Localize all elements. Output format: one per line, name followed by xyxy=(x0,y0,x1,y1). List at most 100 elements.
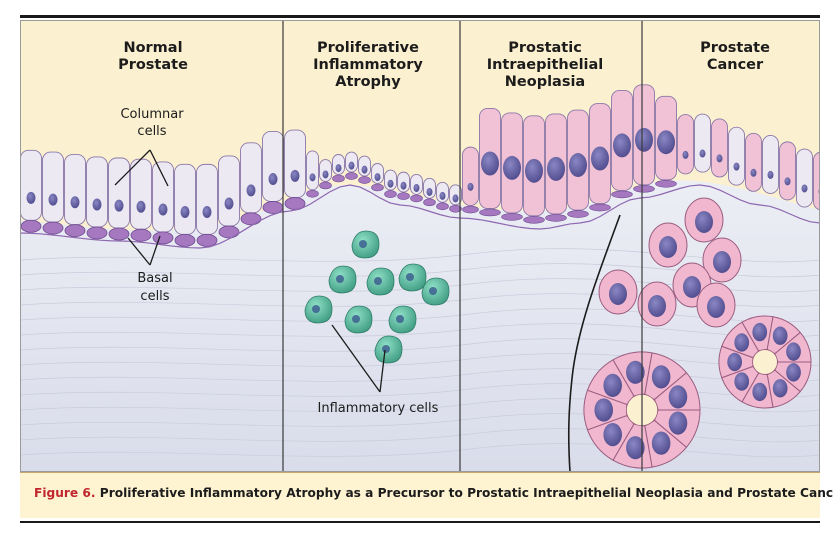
basal-cell xyxy=(86,226,108,240)
cell-nucleus xyxy=(309,173,316,182)
inflammatory-cell-nucleus xyxy=(429,287,437,295)
basal-cell xyxy=(567,210,589,218)
epithelial-cell xyxy=(42,151,64,223)
columnar-cells-label-1: Columnar xyxy=(120,107,184,122)
cell-nucleus xyxy=(48,193,58,206)
cancer-cell-nucleus xyxy=(648,295,666,317)
basal-cell xyxy=(20,219,42,233)
pin-boundary-line xyxy=(567,214,621,472)
cell-nucleus xyxy=(716,154,723,163)
epithelial-cell xyxy=(728,126,745,186)
basal-cell xyxy=(462,205,479,214)
inflammatory-cell-nucleus xyxy=(312,305,320,313)
basal-cell xyxy=(174,233,196,247)
cell-nucleus xyxy=(426,187,433,196)
rosette-nucleus xyxy=(651,365,671,389)
basal-cell xyxy=(545,214,567,222)
epithelial-cell xyxy=(711,118,728,178)
cell-nucleus xyxy=(387,179,394,188)
rosette-nucleus xyxy=(626,360,645,384)
cell-nucleus xyxy=(657,130,675,155)
basal-cell xyxy=(64,224,86,237)
cell-nucleus xyxy=(268,173,278,186)
cell-nucleus xyxy=(348,161,355,170)
illustration: Columnar cells Basal cells Inflammatory … xyxy=(20,20,820,472)
epithelial-cell xyxy=(218,155,240,227)
rosette-nucleus xyxy=(772,326,788,345)
epithelial-cell xyxy=(130,158,152,230)
rosette-nucleus xyxy=(752,382,768,402)
annotation-leader-lines xyxy=(114,149,386,393)
rosette-nucleus xyxy=(603,373,622,397)
panel-title-prostatic-intraepithelial-neoplasia: Prostatic Intraepithelial Neoplasia xyxy=(486,40,604,90)
basal-cell xyxy=(42,221,64,235)
epithelial-cell xyxy=(196,163,218,235)
basal-cell xyxy=(319,181,332,190)
epithelial-cell xyxy=(779,141,796,201)
cancer-cell-nucleus xyxy=(683,276,701,298)
cancer-cell-nucleus xyxy=(659,236,677,258)
epithelial-cell xyxy=(86,156,108,228)
basal-cell xyxy=(589,203,611,212)
inflammatory-cell-nucleus xyxy=(359,240,367,248)
basal-cell xyxy=(332,174,345,183)
cell-nucleus xyxy=(322,170,329,179)
epithelial-cell xyxy=(745,132,762,192)
basal-cell xyxy=(240,212,262,226)
epithelium xyxy=(20,84,820,235)
basal-cell xyxy=(479,208,501,217)
inflammatory-cell-nucleus xyxy=(382,345,390,353)
panel-title-prostate-cancer: Prostate Cancer xyxy=(700,40,770,73)
basal-cell xyxy=(410,194,423,203)
epithelial-cell xyxy=(108,157,130,229)
epithelial-cell xyxy=(64,154,86,226)
epithelial-cell xyxy=(240,142,262,214)
cancer-cell-nucleus xyxy=(695,211,713,233)
cell-nucleus xyxy=(525,158,543,183)
basement-membrane xyxy=(20,184,820,249)
rosette-nucleus xyxy=(786,342,801,361)
cell-nucleus xyxy=(547,156,565,181)
basal-cell xyxy=(384,190,397,198)
rosette-nucleus xyxy=(603,423,622,447)
top-rule xyxy=(20,15,820,18)
basal-cell xyxy=(523,216,545,224)
cell-nucleus xyxy=(335,164,342,173)
rosette-nucleus xyxy=(734,372,750,391)
columnar-cells-label-2: cells xyxy=(137,124,166,139)
inflammatory-cell-nucleus xyxy=(406,273,414,281)
epithelial-cell xyxy=(762,135,779,194)
cell-nucleus xyxy=(682,150,689,159)
cell-nucleus xyxy=(413,184,420,193)
cell-nucleus xyxy=(26,191,36,204)
rosette-nucleus xyxy=(594,398,613,422)
cell-nucleus xyxy=(290,169,300,182)
bottom-rule xyxy=(20,521,820,523)
basal-cell xyxy=(633,185,655,193)
epithelial-cell xyxy=(677,114,694,175)
panel-title-proliferative-inflammatory-atrophy: Proliferative Inflammatory Atrophy xyxy=(313,40,423,90)
figure-caption: Figure 6. Proliferative Inflammatory Atr… xyxy=(34,486,833,500)
basal-cell xyxy=(397,192,410,200)
cell-nucleus xyxy=(784,177,791,186)
cell-nucleus xyxy=(224,197,234,210)
cell-nucleus xyxy=(481,151,499,176)
epithelial-cell xyxy=(694,113,711,173)
cell-nucleus xyxy=(158,203,168,216)
inflammatory-cell-cluster xyxy=(304,230,450,364)
rosette-nucleus xyxy=(668,385,688,409)
cancer-cells xyxy=(583,197,812,469)
cell-nucleus xyxy=(136,200,146,213)
epithelial-cell xyxy=(796,148,813,208)
cell-nucleus xyxy=(503,155,521,180)
cell-nucleus xyxy=(439,191,446,200)
inflammatory-cell-nucleus xyxy=(352,315,360,323)
cell-nucleus xyxy=(374,173,381,182)
rosette-nucleus xyxy=(727,352,742,372)
caption-band: Figure 6. Proliferative Inflammatory Atr… xyxy=(20,472,833,518)
cell-nucleus xyxy=(699,149,706,158)
basal-cell xyxy=(108,227,130,241)
illustration-border xyxy=(20,20,820,472)
epithelial-cell xyxy=(813,151,820,211)
inflammatory-cell-nucleus xyxy=(336,275,344,283)
